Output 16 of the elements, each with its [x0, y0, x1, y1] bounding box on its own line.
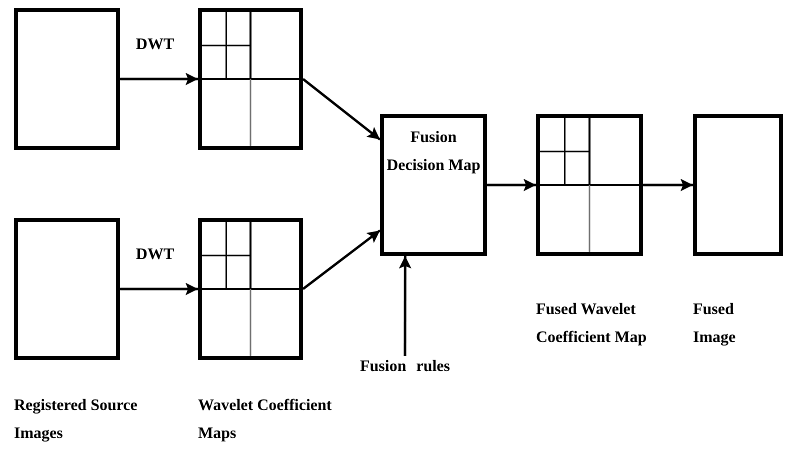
image-box — [693, 114, 783, 256]
image-box — [14, 8, 120, 150]
arrow — [487, 178, 536, 192]
input-label: Fusion rules — [345, 356, 465, 378]
node-label: Registered Source Images — [14, 396, 138, 444]
image-box — [14, 218, 120, 360]
arrow — [302, 229, 381, 290]
node-label: Fused Image — [693, 300, 737, 348]
arrow — [120, 282, 198, 296]
node-label: Fused Wavelet Coefficient Map — [536, 300, 648, 348]
arrow — [643, 178, 693, 192]
arrow — [302, 78, 381, 141]
arrow — [398, 256, 412, 356]
arrow — [120, 72, 198, 86]
process-box: Fusion Decision Map — [380, 114, 487, 256]
node-label: Wavelet Coefficient Maps — [198, 396, 333, 444]
